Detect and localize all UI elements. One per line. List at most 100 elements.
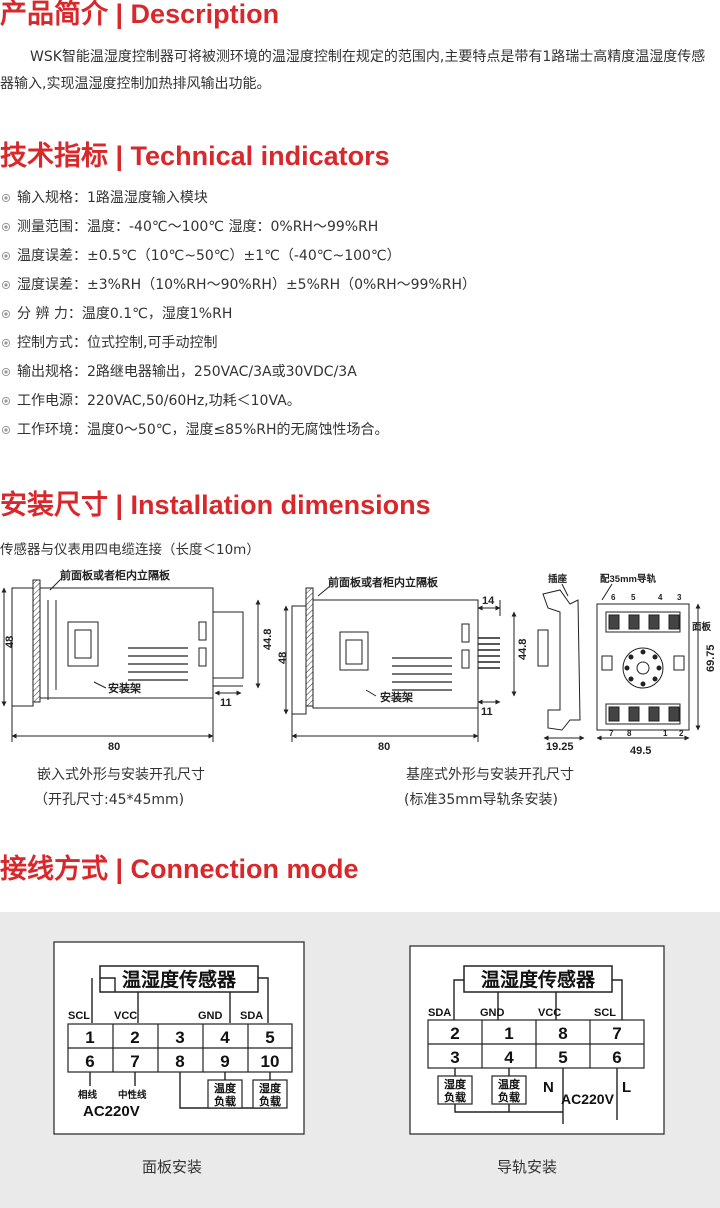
bullet-icon	[1, 334, 11, 348]
bullet-icon	[1, 218, 11, 232]
bullet-icon	[1, 392, 11, 406]
spec-text: 测量范围：温度：-40℃～100℃ 湿度：0%RH～99%RH	[17, 219, 379, 235]
panel-wiring-diagram: 温湿度传感器 SCL VCC GND SDA 1 2 3 4 5 6 7 8 9…	[53, 941, 305, 1135]
spec-text: 湿度误差：±3%RH（10%RH～90%RH）±5%RH（0%RH～99%RH）	[17, 277, 476, 293]
rail-l-label: L	[622, 1079, 631, 1096]
spec-text: 工作电源：220VAC,50/60Hz,功耗＜10VA。	[17, 393, 301, 409]
spec-item: 输出规格：2路继电器输出，250VAC/3A或30VDC/3A	[0, 362, 720, 391]
rail-signal-gnd: GND	[480, 1007, 505, 1019]
panel-terminal: 2	[130, 1028, 139, 1047]
panel-signal-scl: SCL	[68, 1010, 90, 1022]
spec-text: 控制方式：位式控制,可手动控制	[17, 335, 218, 351]
rail-terminal: 8	[558, 1024, 567, 1043]
rail-signal-vcc: VCC	[538, 1007, 561, 1019]
base-pin-bottom: 8	[627, 729, 632, 738]
rail-terminal: 1	[504, 1024, 513, 1043]
base-dim-14: 14	[482, 595, 495, 607]
rail-load-hum-line1: 湿度	[444, 1077, 467, 1091]
panel-terminal: 10	[261, 1052, 280, 1071]
panel-signal-gnd: GND	[198, 1010, 223, 1022]
rail-load-temp-line1: 温度	[498, 1077, 521, 1091]
rail-terminal: 5	[558, 1048, 567, 1067]
spec-item: 分 辨 力：温度0.1℃，湿度1%RH	[0, 304, 720, 333]
spec-item: 输入规格：1路温湿度输入模块	[0, 188, 720, 217]
base-pin-bottom: 7	[609, 729, 614, 738]
panel-neutral-label: 中性线	[118, 1089, 147, 1101]
panel-terminal: 6	[85, 1052, 94, 1071]
rail-power-label: AC220V	[561, 1091, 615, 1107]
spec-item: 工作环境：温度0～50℃，湿度≤85%RH的无腐蚀性场合。	[0, 420, 720, 449]
panel-load-hum-line1: 湿度	[259, 1081, 282, 1095]
base-pin-top: 6	[611, 593, 616, 602]
dim-69-75: 69.75	[705, 644, 717, 672]
technical-title: 技术指标 | Technical indicators	[0, 141, 390, 171]
rail-signal-sda: SDA	[428, 1007, 451, 1019]
base-drawing	[283, 585, 517, 742]
spec-item: 工作电源：220VAC,50/60Hz,功耗＜10VA。	[0, 391, 720, 420]
rail-load-hum-line2: 负载	[444, 1090, 466, 1104]
embedded-dim-44-8: 44.8	[262, 629, 274, 650]
rail-terminal: 2	[450, 1024, 459, 1043]
bullet-icon	[1, 276, 11, 290]
base-pin-bottom: 2	[679, 729, 684, 738]
rail-label: 配35mm导轨	[600, 573, 656, 585]
panel-terminal: 8	[175, 1052, 184, 1071]
panel-signal-sda: SDA	[240, 1010, 263, 1022]
bullet-icon	[1, 363, 11, 377]
spec-item: 控制方式：位式控制,可手动控制	[0, 333, 720, 362]
spec-item: 测量范围：温度：-40℃～100℃ 湿度：0%RH～99%RH	[0, 217, 720, 246]
spec-text: 输入规格：1路温湿度输入模块	[17, 190, 208, 206]
embedded-drawing	[1, 577, 261, 742]
rail-load-temp-line2: 负载	[498, 1090, 520, 1104]
embedded-caption: 嵌入式外形与安装开孔尺寸	[37, 767, 205, 783]
rail-terminal: 3	[450, 1048, 459, 1067]
spec-text: 输出规格：2路继电器输出，250VAC/3A或30VDC/3A	[17, 364, 357, 380]
dim-49-5: 49.5	[630, 745, 651, 757]
description-body: WSK智能温湿度控制器可将被测环境的温湿度控制在规定的范围内,主要特点是带有1路…	[0, 49, 706, 92]
description-title: 产品简介 | Description	[0, 0, 280, 29]
base-dim-44-8: 44.8	[517, 639, 529, 660]
panel-phase-label: 相线	[78, 1089, 98, 1101]
spec-text: 温度误差：±0.5℃（10℃~50℃）±1℃（-40℃~100℃）	[17, 248, 401, 264]
base-dim-48: 48	[277, 652, 289, 664]
panel-load-temp-line1: 温度	[214, 1081, 237, 1095]
installation-diagram: 前面板或者柜内立隔板 安装架 80 48 44.8 11 前面板或者柜内	[1, 568, 717, 757]
spec-list: 输入规格：1路温湿度输入模块测量范围：温度：-40℃～100℃ 湿度：0%RH～…	[0, 188, 720, 449]
spec-item: 湿度误差：±3%RH（10%RH～90%RH）±5%RH（0%RH～99%RH）	[0, 275, 720, 304]
rail-n-label: N	[543, 1079, 554, 1096]
base-front-panel-label: 前面板或者柜内立隔板	[328, 575, 439, 589]
panel-caption: 面板安装	[142, 1158, 203, 1176]
rail-terminal: 4	[504, 1048, 514, 1067]
spec-text: 分 辨 力：温度0.1℃，湿度1%RH	[17, 306, 233, 322]
installation-note: 传感器与仪表用四电缆连接（长度＜10m）	[0, 542, 260, 558]
bullet-icon	[1, 305, 11, 319]
rail-wiring-diagram: 温湿度传感器 SDA GND VCC SCL 2 1 8 7 3 4 5 6 湿…	[409, 945, 665, 1135]
panel-terminal: 9	[220, 1052, 229, 1071]
panel-terminal: 1	[85, 1028, 94, 1047]
embedded-dim-11: 11	[220, 697, 232, 709]
embedded-dim-48: 48	[4, 636, 16, 648]
rail-terminal: 6	[612, 1048, 621, 1067]
panel-terminal: 5	[265, 1028, 274, 1047]
base-pin-top: 3	[677, 593, 682, 602]
socket-drawing	[537, 583, 701, 741]
base-bracket-label: 安装架	[380, 690, 413, 704]
rail-sensor-label: 温湿度传感器	[481, 968, 596, 991]
bullet-icon	[1, 189, 11, 203]
panel-label: 面板	[692, 621, 712, 633]
base-pin-top: 4	[658, 593, 663, 602]
base-dim-80: 80	[378, 741, 390, 753]
base-caption: 基座式外形与安装开孔尺寸	[406, 767, 574, 783]
embedded-caption-sub: （开孔尺寸:45*45mm)	[34, 792, 185, 808]
spec-item: 温度误差：±0.5℃（10℃~50℃）±1℃（-40℃~100℃）	[0, 246, 720, 275]
bullet-icon	[1, 247, 11, 261]
spec-text: 工作环境：温度0～50℃，湿度≤85%RH的无腐蚀性场合。	[17, 422, 389, 438]
bullet-icon	[1, 421, 11, 435]
socket-label: 插座	[548, 573, 568, 585]
base-caption-sub: (标准35mm导轨条安装)	[404, 792, 559, 808]
rail-signal-scl: SCL	[594, 1007, 616, 1019]
panel-terminal: 4	[220, 1028, 230, 1047]
panel-sensor-label: 温湿度传感器	[122, 968, 237, 991]
connection-title: 接线方式 | Connection mode	[0, 854, 359, 884]
panel-signal-vcc: VCC	[114, 1010, 137, 1022]
